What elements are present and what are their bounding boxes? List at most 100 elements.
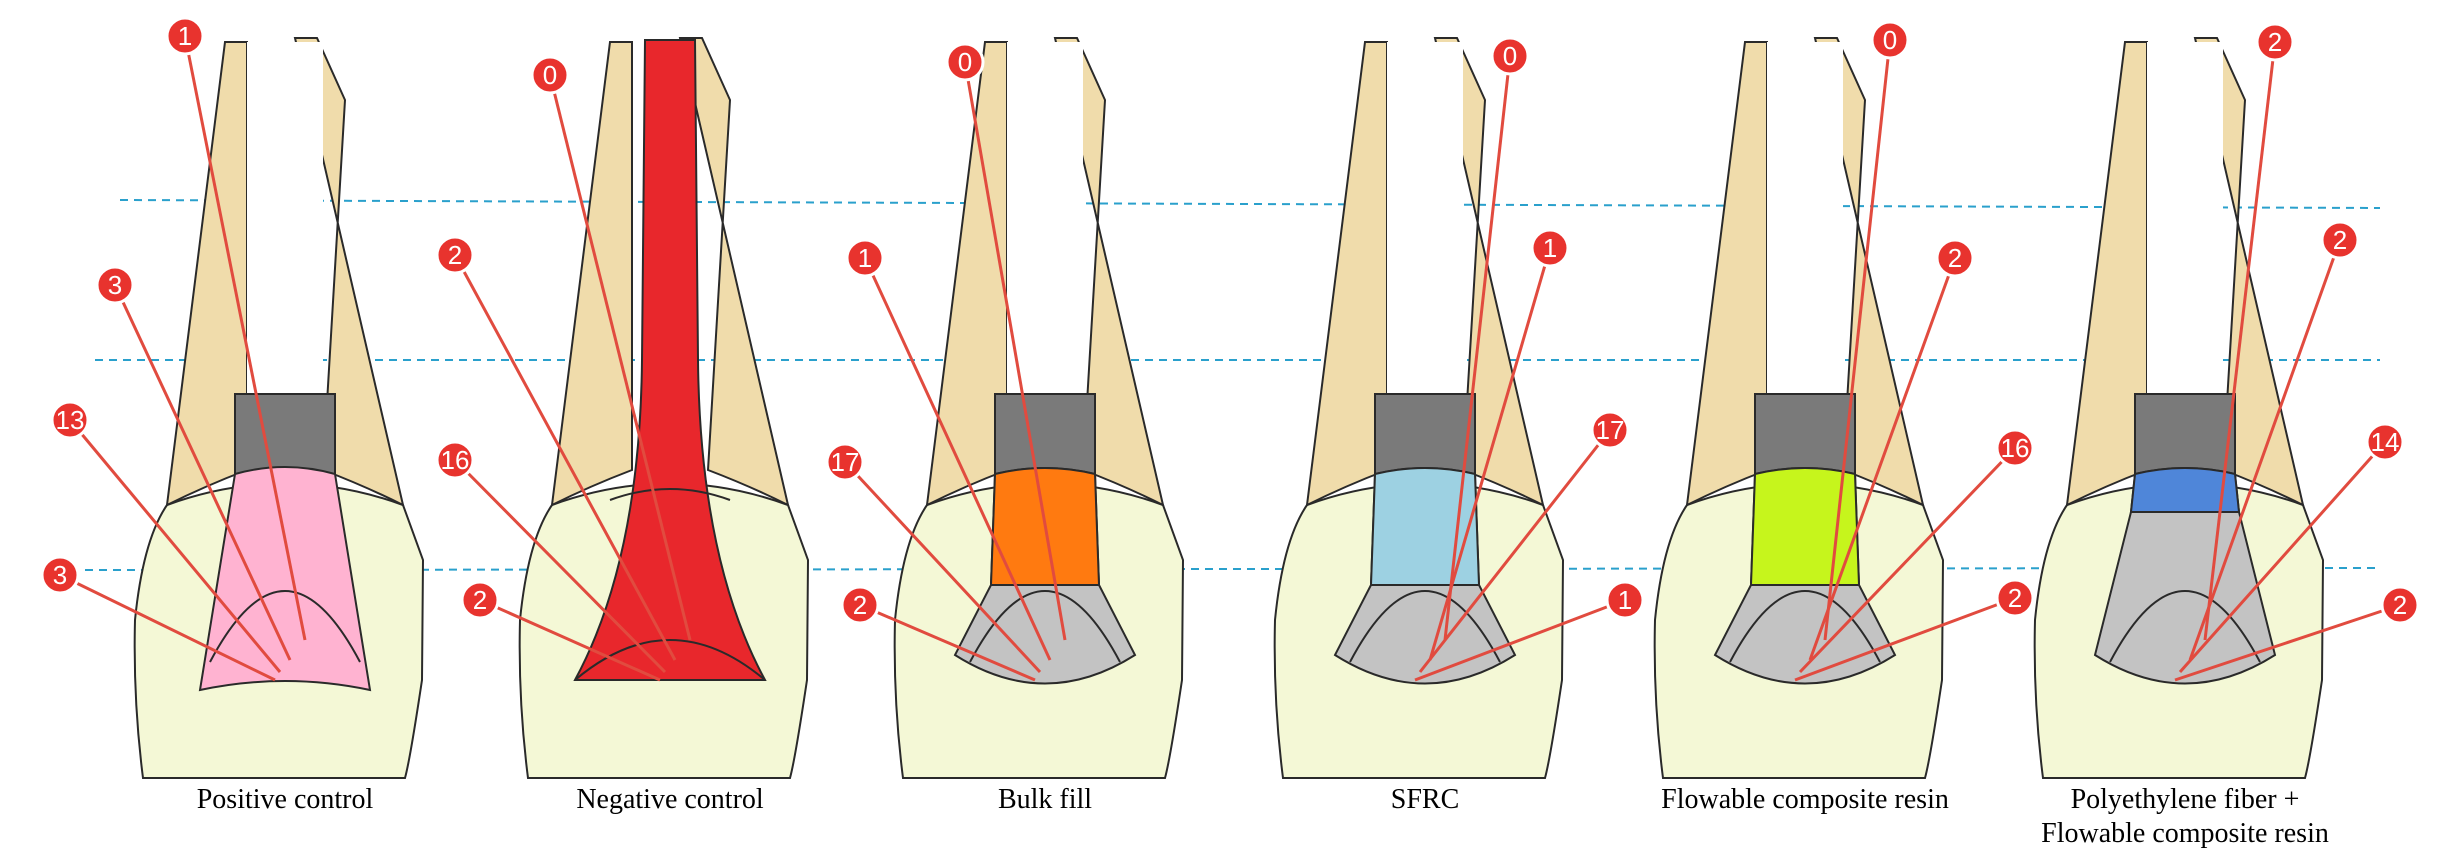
count-label-top: 2 xyxy=(2268,27,2282,57)
fracture-line-top xyxy=(183,35,307,641)
canal xyxy=(1007,42,1083,394)
count-marker-top xyxy=(530,55,570,95)
count-marker-lower xyxy=(840,585,880,625)
caption-3-line-1: Bulk fill xyxy=(998,784,1092,815)
count-label-upper: 1 xyxy=(858,243,872,273)
count-label-lower: 3 xyxy=(53,560,67,590)
fracture-line-top xyxy=(1443,55,1512,641)
count-marker-top xyxy=(165,16,205,56)
fracture-line-top xyxy=(2203,41,2277,641)
count-marker-lower xyxy=(460,580,500,620)
restoration xyxy=(1369,467,1481,586)
count-marker-lower xyxy=(2380,585,2420,625)
post xyxy=(1754,393,1856,475)
count-label-top: 0 xyxy=(543,60,557,90)
pulp-arc xyxy=(969,590,1121,663)
post xyxy=(1374,393,1476,475)
reference-line-3 xyxy=(84,567,2381,571)
count-label-upper: 2 xyxy=(1948,243,1962,273)
reference-line-1 xyxy=(119,199,2381,209)
count-label-middle: 17 xyxy=(1596,415,1625,445)
count-marker-top xyxy=(1490,36,1530,76)
tooth-2: 0 2 16 2 xyxy=(435,37,810,779)
pulp-arc xyxy=(574,639,766,681)
count-marker-upper xyxy=(1935,238,1975,278)
fracture-line-top xyxy=(548,74,692,641)
count-label-upper: 1 xyxy=(1543,233,1557,263)
count-marker-middle xyxy=(435,440,475,480)
count-marker-top xyxy=(1870,20,1910,60)
tooth-6: 2 2 14 2 xyxy=(2033,22,2420,779)
specimen-captions: Positive control Negative control Bulk fil… xyxy=(197,784,2329,849)
count-marker-lower xyxy=(1995,578,2035,618)
post xyxy=(2134,393,2236,475)
canal xyxy=(2147,42,2223,394)
fracture-line-middle xyxy=(2178,441,2387,673)
count-label-top: 1 xyxy=(178,21,192,51)
fracture-line-lower xyxy=(2174,603,2401,682)
restoration xyxy=(198,466,372,692)
canal xyxy=(247,42,323,394)
fracture-line-middle xyxy=(843,460,1042,674)
count-marker-upper xyxy=(435,235,475,275)
fracture-line-middle xyxy=(1418,429,1612,673)
count-label-top: 0 xyxy=(958,47,972,77)
count-marker-top xyxy=(2255,22,2295,62)
count-marker-middle xyxy=(50,400,90,440)
count-label-lower: 2 xyxy=(2393,590,2407,620)
count-marker-upper xyxy=(1530,228,1570,268)
root-left xyxy=(550,41,633,507)
caption-1-line-1: Positive control xyxy=(197,784,374,815)
fracture-line-lower xyxy=(859,603,1036,682)
count-label-middle: 17 xyxy=(831,447,860,477)
count-label-middle: 13 xyxy=(56,405,85,435)
count-label-upper: 2 xyxy=(2333,225,2347,255)
count-label-lower: 2 xyxy=(473,585,487,615)
count-marker-middle xyxy=(2365,422,2405,462)
tooth-4: 0 1 17 1 xyxy=(1273,36,1645,779)
fracture-line-lower xyxy=(479,598,661,682)
count-label-lower: 2 xyxy=(853,590,867,620)
fracture-line-upper xyxy=(2188,239,2342,661)
fracture-line-middle xyxy=(68,419,282,673)
count-marker-top xyxy=(945,42,985,82)
fracture-line-middle xyxy=(1798,446,2017,674)
count-label-top: 0 xyxy=(1883,25,1897,55)
caption-2-line-1: Negative control xyxy=(576,784,764,815)
post xyxy=(994,393,1096,475)
pulp-arc xyxy=(1729,590,1881,663)
count-marker-upper xyxy=(2320,220,2360,260)
count-label-upper: 3 xyxy=(108,270,122,300)
count-label-middle: 14 xyxy=(2371,427,2400,457)
fracture-line-lower xyxy=(59,573,276,682)
pulp-arc xyxy=(1349,590,1501,663)
pulp-arc xyxy=(2109,590,2261,663)
restoration xyxy=(1749,467,1861,586)
fracture-line-middle xyxy=(453,458,667,674)
fracture-line-upper xyxy=(1428,247,1552,661)
fracture-line-upper xyxy=(1808,257,1957,661)
count-label-middle: 16 xyxy=(441,445,470,475)
tooth-3: 0 1 17 2 xyxy=(825,37,1185,779)
fracture-line-upper xyxy=(863,257,1052,661)
reference-lines xyxy=(84,199,2381,571)
canal xyxy=(1767,42,1843,394)
count-label-lower: 2 xyxy=(2008,583,2022,613)
count-marker-middle xyxy=(1590,410,1630,450)
caption-4-line-1: SFRC xyxy=(1391,784,1460,815)
count-marker-middle xyxy=(825,442,865,482)
count-marker-middle xyxy=(1995,428,2035,468)
pulp-arc xyxy=(209,590,361,663)
count-marker-lower xyxy=(1605,580,1645,620)
fracture-line-upper xyxy=(113,284,292,661)
count-label-upper: 2 xyxy=(448,240,462,270)
fracture-line-top xyxy=(1823,39,1892,641)
root-right xyxy=(678,37,790,507)
count-label-top: 0 xyxy=(1503,41,1517,71)
count-marker-upper xyxy=(845,238,885,278)
count-label-lower: 1 xyxy=(1618,585,1632,615)
